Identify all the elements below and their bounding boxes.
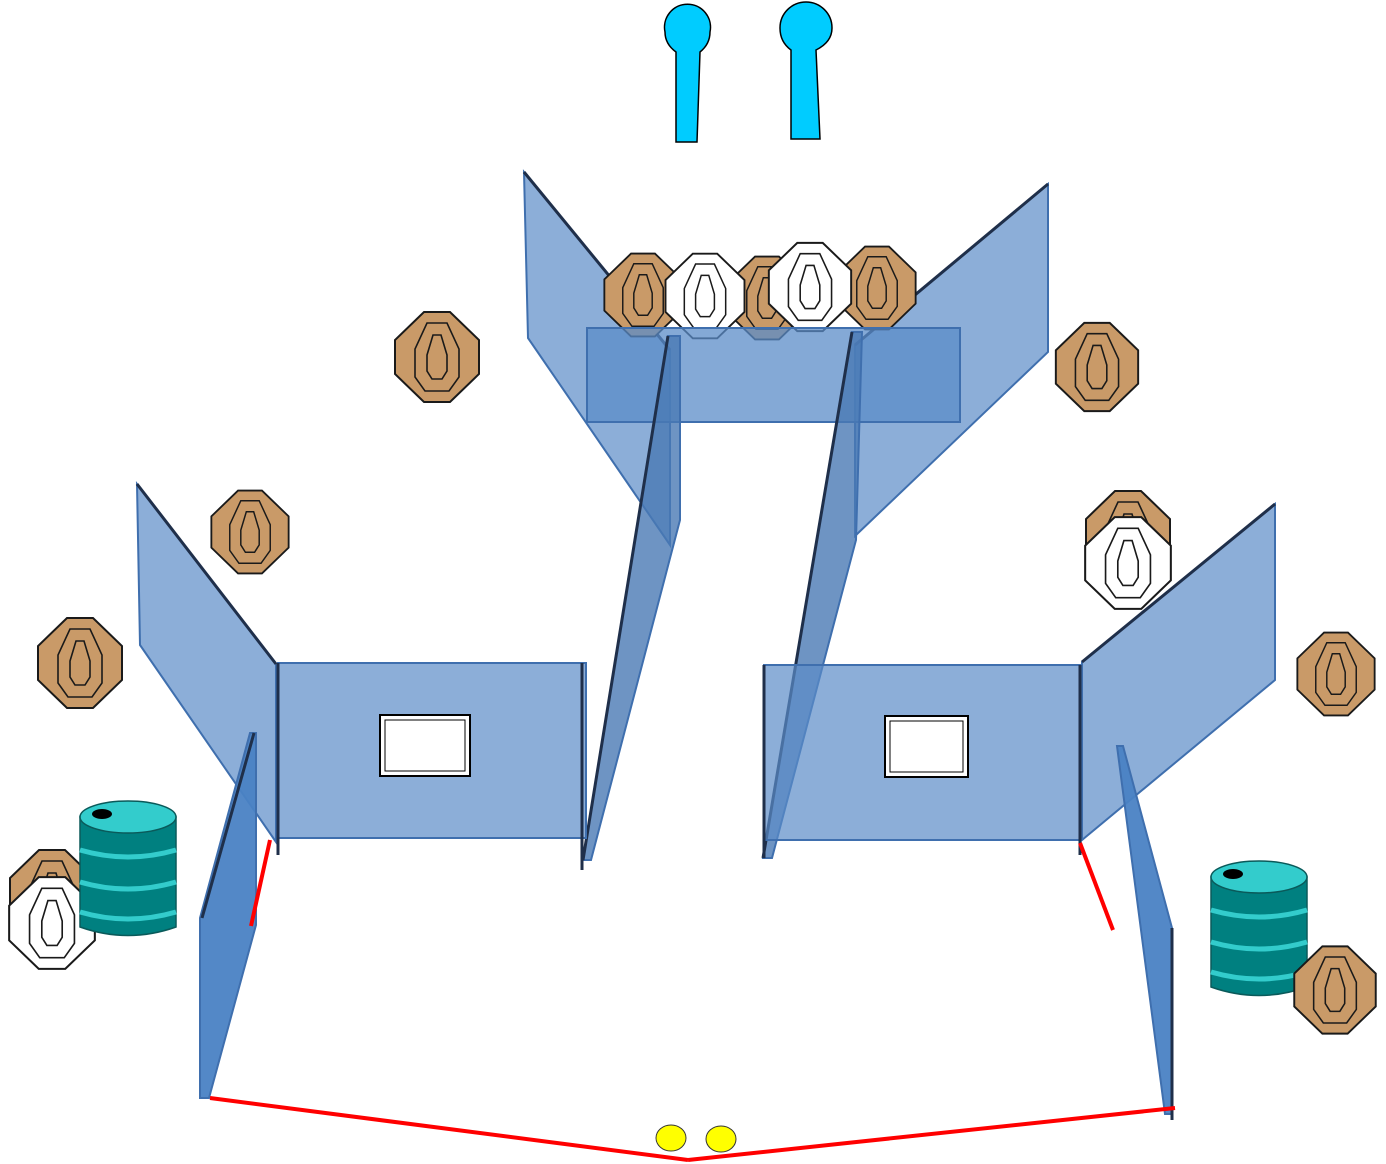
steel-popper-icon (779, 1, 833, 140)
fault-line-right-bay (1078, 842, 1115, 931)
paper-target-icon (394, 311, 480, 403)
fault-line-front-left (209, 1096, 689, 1162)
start-marker-icon (705, 1125, 737, 1153)
window-right (884, 715, 969, 778)
back-bay-targets (603, 241, 917, 341)
oil-barrel-icon (1211, 861, 1307, 996)
window-left (379, 714, 471, 777)
fault-line-left-bay (249, 839, 272, 927)
back-bay-front (586, 327, 961, 423)
paper-target-icon (210, 489, 290, 575)
fault-line-front-right (687, 1106, 1176, 1162)
steel-popper-icon (663, 3, 712, 143)
paper-target-icon (37, 617, 123, 709)
wall-back-face (586, 327, 961, 423)
wall-front-left (199, 732, 257, 1099)
fault-lines (209, 839, 1176, 1162)
left-bay-walls (135, 480, 587, 870)
no-shoot-target-icon (664, 252, 746, 340)
start-position (655, 1124, 737, 1153)
start-marker-icon (655, 1124, 687, 1152)
wall-front-right (1115, 745, 1173, 1115)
paper-target-icon (1054, 321, 1140, 413)
oil-barrel-icon (80, 801, 176, 936)
barrels (80, 801, 1307, 996)
paper-target-icon (1296, 631, 1376, 717)
